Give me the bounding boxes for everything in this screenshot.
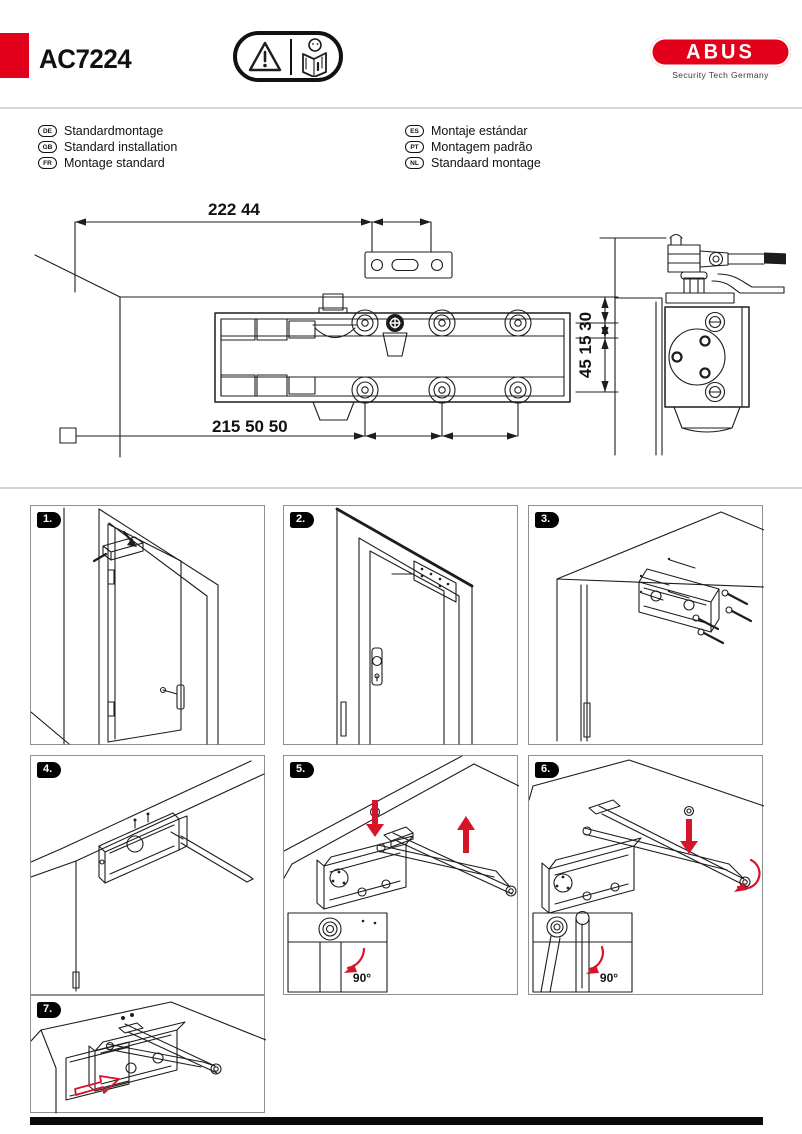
language-row-pt: PT Montagem padrão: [405, 140, 532, 154]
step-2-illustration: [335, 507, 474, 745]
language-row-fr: FR Montage standard: [38, 156, 165, 170]
step-6-illustration: 90°: [529, 759, 764, 993]
warning-triangle-icon: [248, 41, 281, 72]
lang-label: Standard installation: [64, 140, 178, 154]
step-4-illustration: [31, 760, 265, 992]
abus-logo-text: ABUS: [686, 39, 755, 64]
step-3-illustration: [556, 511, 764, 742]
step-number-badge: 2.: [290, 512, 315, 528]
step-panel-7: 7.: [30, 995, 266, 1114]
step-panel-6: 6. 90°: [528, 755, 764, 995]
language-row-nl: NL Standaard montage: [405, 156, 541, 170]
pill-divider: [289, 38, 293, 75]
step-number-badge: 1.: [37, 512, 62, 528]
step-panel-1: 1.: [30, 505, 265, 745]
dim-right-label: 45 15 30: [576, 312, 595, 378]
safety-pictogram-pill: [233, 31, 343, 82]
language-row-gb: GB Standard installation: [38, 140, 177, 154]
brand-logo: ABUS Security Tech Germany: [650, 37, 791, 80]
step-number-badge: 5.: [290, 762, 315, 778]
lang-label: Montage standard: [64, 156, 165, 170]
lang-code-badge: NL: [405, 157, 424, 169]
step-number-badge: 7.: [37, 1002, 62, 1018]
language-row-es: ES Montaje estándar: [405, 124, 528, 138]
abus-logo-oval: ABUS: [650, 37, 791, 67]
step-panel-5: 5. 90°: [283, 755, 519, 995]
step-panel-4: 4.: [30, 755, 265, 995]
lang-label: Montaje estándar: [431, 124, 528, 138]
red-corner-tab: [0, 33, 29, 78]
read-manual-icon: [302, 37, 328, 77]
fold-mark-bar: [30, 1117, 763, 1125]
step-5-illustration: 90°: [284, 756, 519, 993]
dimension-drawing: 222 44: [34, 200, 786, 458]
page-title: AC7224: [39, 44, 132, 74]
angle-label: 90°: [600, 971, 618, 985]
lang-code-badge: PT: [405, 141, 424, 153]
step-panel-3: 3.: [528, 505, 764, 745]
lang-label: Standardmontage: [64, 124, 164, 138]
dim-bottom-label: 215 50 50: [212, 417, 288, 436]
header-divider: [0, 107, 802, 109]
step-panel-2: 2.: [283, 505, 518, 745]
lang-code-badge: FR: [38, 157, 57, 169]
lang-label: Standaard montage: [431, 156, 541, 170]
lang-label: Montagem padrão: [431, 140, 533, 154]
lang-code-badge: DE: [38, 125, 57, 137]
lang-code-badge: ES: [405, 125, 424, 137]
brand-tagline: Security Tech Germany: [672, 70, 769, 80]
section-divider: [0, 487, 802, 489]
step-number-badge: 4.: [37, 762, 62, 778]
angle-label: 90°: [353, 971, 371, 985]
step-number-badge: 6.: [535, 762, 560, 778]
step-7-illustration: [31, 1001, 266, 1114]
step-1-illustration: [31, 507, 219, 745]
lang-code-badge: GB: [38, 141, 57, 153]
language-row-de: DE Standardmontage: [38, 124, 163, 138]
dim-top-label: 222 44: [208, 200, 261, 219]
step-number-badge: 3.: [535, 512, 560, 528]
